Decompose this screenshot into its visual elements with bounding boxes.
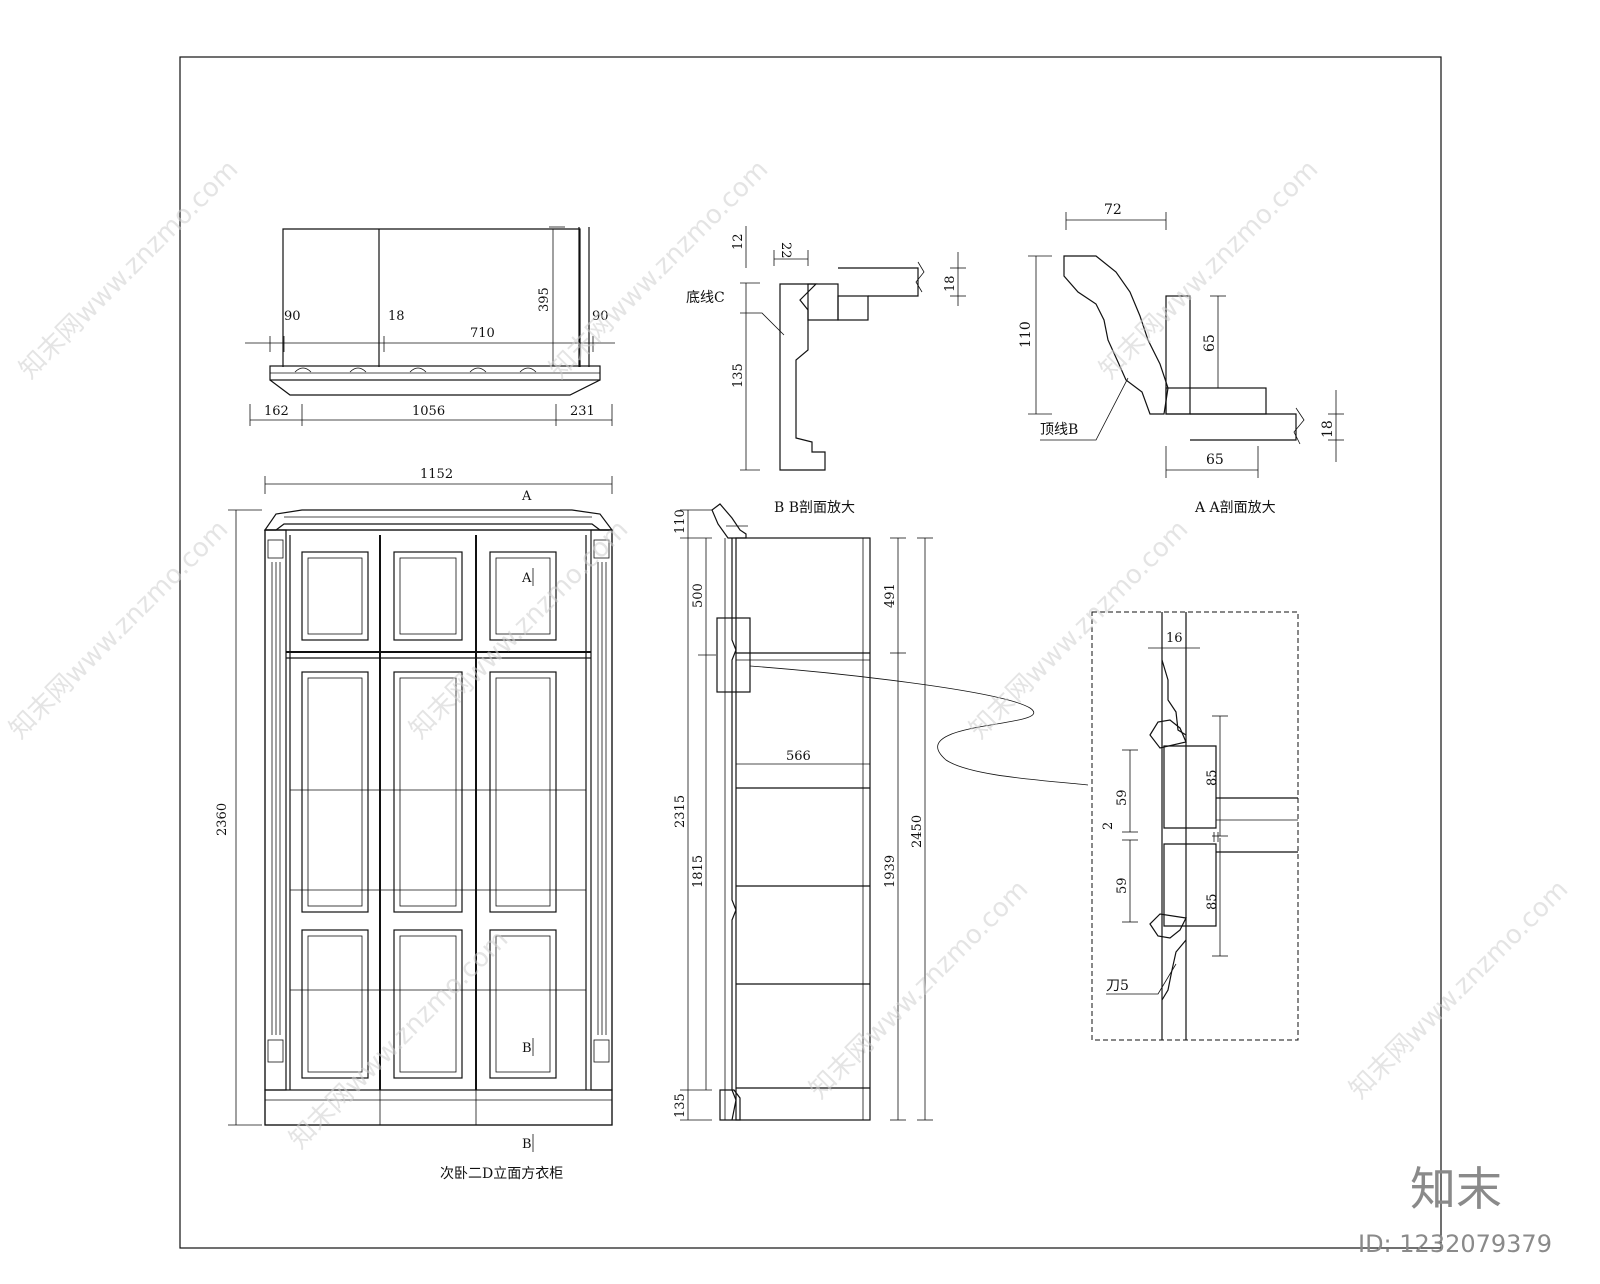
aa-label-top-line: 顶线B (1040, 422, 1078, 438)
side-dim-2450: 2450 (910, 815, 925, 848)
side-section: 566 110 2315 135 500 1815 491 1939 2450 (673, 503, 1089, 1121)
bb-caption: B B剖面放大 (774, 500, 855, 516)
section-bb: 135 12 22 18 底线C B B剖面放大 (686, 226, 966, 516)
detail-dim-85-lower: 85 (1205, 893, 1220, 910)
front-mark-b-mid: B (522, 1041, 532, 1056)
side-dim-566: 566 (786, 749, 811, 764)
detail-enlarged: 16 59 59 2 85 85 刀5 (1091, 611, 1299, 1041)
watermark-9: 知末网www.znzmo.com (1344, 874, 1575, 1105)
side-dim-491: 491 (883, 583, 898, 608)
watermark-8: 知末网www.znzmo.com (804, 874, 1035, 1105)
plan-dim-395: 395 (537, 287, 552, 312)
aa-dim-110: 110 (1018, 321, 1034, 348)
plan-dim-90-left: 90 (284, 309, 301, 324)
watermark-4: 知末网www.znzmo.com (4, 514, 235, 745)
bb-dim-18: 18 (943, 275, 958, 292)
detail-dim-16: 16 (1166, 631, 1183, 646)
aa-caption: A A剖面放大 (1194, 500, 1276, 516)
side-dim-2315: 2315 (673, 795, 688, 828)
brand-logo: 知末 (1410, 1162, 1502, 1216)
watermark-5: 知末网www.znzmo.com (404, 514, 635, 745)
aa-dim-72: 72 (1104, 202, 1122, 218)
plan-dim-18: 18 (388, 309, 405, 324)
top-plan-view: 90 18 710 90 395 162 1056 231 (245, 226, 615, 426)
bb-label-base-line: 底线C (686, 290, 725, 306)
plan-dim-162: 162 (264, 404, 289, 419)
side-dim-110: 110 (673, 509, 688, 534)
bb-dim-12: 12 (731, 233, 746, 250)
detail-dim-2: 2 (1101, 822, 1116, 830)
front-mark-b-bottom: B (522, 1137, 532, 1152)
plan-dim-710: 710 (470, 326, 495, 341)
front-dim-1152: 1152 (420, 467, 453, 482)
bb-dim-22: 22 (778, 242, 793, 259)
aa-dim-65-horizontal: 65 (1206, 452, 1224, 468)
side-dim-135: 135 (673, 1093, 688, 1118)
detail-dim-59-upper: 59 (1115, 789, 1130, 806)
front-mark-a-mid: A (521, 571, 532, 586)
front-mark-a-top: A (521, 489, 532, 504)
aa-dim-65-vertical: 65 (1202, 334, 1218, 352)
plan-dim-231: 231 (570, 404, 595, 419)
side-dim-1815: 1815 (691, 855, 706, 888)
front-dim-2360: 2360 (215, 803, 230, 836)
section-aa: 72 110 65 18 65 顶线B A A剖面放大 (1018, 202, 1344, 516)
image-id: ID: 1232079379 (1358, 1230, 1552, 1258)
side-dim-1939: 1939 (883, 855, 898, 888)
watermark-6: 知末网www.znzmo.com (964, 514, 1195, 745)
sheet-border (179, 56, 1442, 1249)
watermark-7: 知末网www.znzmo.com (284, 924, 515, 1155)
plan-dim-90-right: 90 (592, 309, 609, 324)
aa-dim-18: 18 (1320, 420, 1336, 438)
front-caption: 次卧二D立面方衣柜 (440, 1166, 563, 1182)
detail-dim-59-lower: 59 (1115, 877, 1130, 894)
watermarks: 知末网www.znzmo.com 知末网www.znzmo.com 知末网www… (4, 154, 1575, 1155)
watermark-1: 知末网www.znzmo.com (14, 154, 245, 385)
watermark-2: 知末网www.znzmo.com (544, 154, 775, 385)
side-dim-500: 500 (691, 583, 706, 608)
plan-dim-1056: 1056 (412, 404, 445, 419)
detail-dim-85-upper: 85 (1205, 769, 1220, 786)
front-elevation: 1152 A 2360 (215, 467, 614, 1182)
detail-label-knife: 刀5 (1106, 978, 1129, 994)
bb-dim-135: 135 (731, 363, 746, 388)
